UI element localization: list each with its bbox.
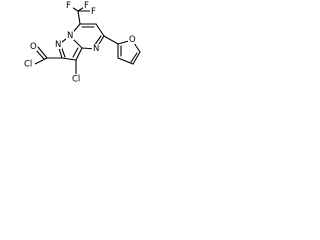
atom-acyl-cl: Cl (24, 60, 32, 70)
atom-furan-o: O (129, 35, 136, 45)
bond-acyl-o (37, 46, 48, 59)
atom-acyl-o: O (30, 42, 37, 52)
atom-f-left: F (66, 1, 71, 11)
atom-f-right: F (91, 7, 96, 17)
atom-n4: N (93, 44, 99, 54)
bond-fc5-fc4-double (130, 52, 138, 63)
bond-fc5-fc4 (132, 51, 141, 65)
bonds (34, 5, 141, 75)
bond-c3-c3a (75, 47, 83, 61)
bond-c3-c3a-double (72, 47, 79, 58)
structure-canvas: F F F N N N O Cl Cl O (0, 0, 155, 112)
bond-c2-c3 (61, 57, 77, 61)
atom-f-top: F (84, 1, 89, 11)
molecule-drawing: F F F N N N O Cl Cl O (23, 1, 141, 85)
bond-fc4-fc3 (117, 57, 134, 65)
bond-c5-furan (103, 35, 119, 45)
atom-n2: N (55, 40, 61, 50)
atom-ring-cl: Cl (72, 75, 80, 85)
atom-n1: N (67, 31, 73, 41)
atom-labels: F F F N N N O Cl Cl O (23, 1, 136, 85)
bond-acyl-cl (34, 57, 48, 65)
bond-c7-cf3 (77, 10, 81, 25)
bond-c6-c5 (95, 23, 105, 37)
